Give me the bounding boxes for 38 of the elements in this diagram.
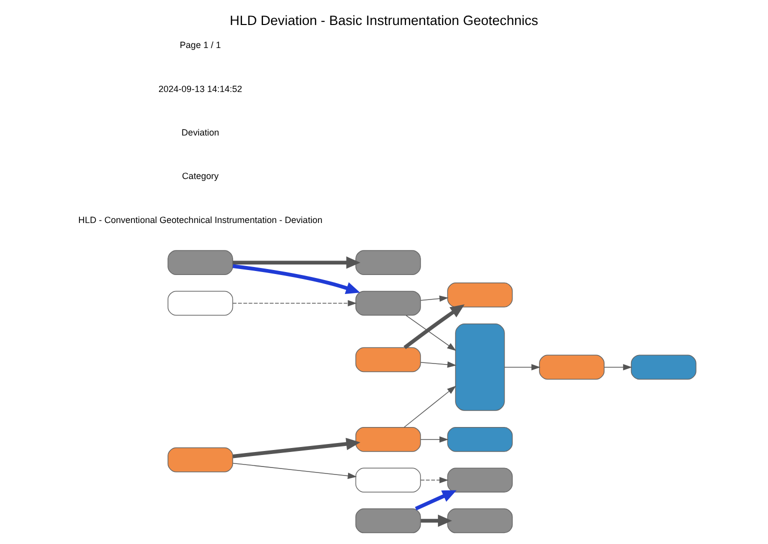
arrow — [420, 361, 456, 368]
label: Page 1 / 1 — [180, 40, 221, 50]
node-box — [168, 447, 234, 472]
label: Category — [182, 171, 219, 182]
arrow — [406, 315, 456, 351]
node-box — [355, 468, 421, 493]
arrow — [404, 386, 456, 428]
label: Deviation — [182, 127, 220, 138]
node-box — [630, 354, 696, 380]
arrow — [604, 364, 632, 370]
arrow — [420, 436, 448, 443]
node-box — [455, 324, 505, 411]
arrow — [232, 264, 360, 294]
node-box — [447, 508, 513, 534]
arrow — [232, 438, 360, 458]
node-box — [168, 250, 234, 276]
arrow — [232, 300, 357, 306]
node-box — [355, 427, 421, 452]
arrow — [420, 295, 448, 302]
arrow — [414, 490, 457, 510]
arrow — [232, 462, 357, 479]
label: 2024-09-13 14:14:52 — [158, 84, 242, 94]
arrow — [420, 514, 452, 527]
diagram-title: HLD Deviation - Basic Instrumentation Geotechnics — [230, 13, 538, 28]
node-box — [355, 290, 421, 316]
node-box — [447, 468, 513, 493]
arrow — [504, 364, 540, 370]
node-box — [355, 347, 421, 372]
node-box — [447, 427, 513, 452]
node-box — [447, 282, 513, 308]
arrow — [420, 476, 448, 484]
arrow — [404, 304, 465, 350]
arrow — [232, 256, 360, 269]
label: HLD - Conventional Geotechnical Instrumentation - Deviation — [78, 214, 322, 225]
node-box — [539, 354, 605, 380]
node-box — [355, 250, 421, 276]
node-box — [168, 290, 234, 316]
node-box — [355, 508, 421, 534]
